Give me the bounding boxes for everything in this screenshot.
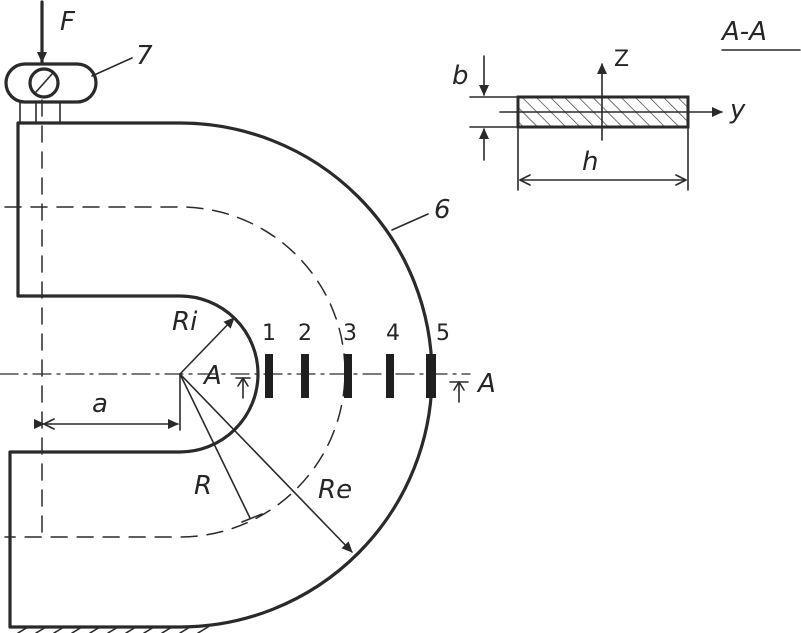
specimen-number: 6 bbox=[434, 195, 451, 225]
dimension-h bbox=[517, 128, 689, 191]
strain-gauge-2 bbox=[301, 354, 309, 398]
axis-y-label: y bbox=[729, 95, 746, 125]
strain-gauge-label-4: 4 bbox=[386, 321, 400, 346]
section-arrow-left bbox=[235, 377, 251, 399]
radius-outer-arrow bbox=[179, 373, 353, 553]
strain-gauge-4 bbox=[386, 354, 394, 398]
fixed-support-hatching bbox=[17, 626, 209, 633]
strain-gauge-label-5: 5 bbox=[436, 321, 450, 346]
strain-gauge-5 bbox=[426, 354, 436, 398]
section-mark-left: A bbox=[202, 361, 222, 391]
axis-z-label: Z bbox=[614, 47, 629, 72]
section-arrow-right bbox=[449, 381, 469, 403]
radius-inner-label: Ri bbox=[172, 307, 198, 337]
radius-mean-label: R bbox=[194, 471, 212, 501]
force-label: F bbox=[60, 7, 76, 37]
dimension-h-label: h bbox=[582, 147, 598, 177]
strain-gauge-1 bbox=[265, 354, 273, 398]
radius-inner-arrow bbox=[179, 317, 235, 375]
specimen-outline bbox=[8, 121, 434, 629]
strain-gauge-label-1: 1 bbox=[262, 321, 276, 346]
dimension-a-left-head bbox=[43, 418, 55, 430]
dimension-a-label: a bbox=[92, 389, 108, 419]
gauge-leader bbox=[91, 57, 133, 77]
mean-radius-line bbox=[4, 206, 346, 538]
dial-gauge bbox=[4, 62, 98, 124]
gauge-number: 7 bbox=[136, 41, 153, 71]
radius-mean-arrow bbox=[179, 373, 251, 519]
section-mark-right: A bbox=[476, 369, 496, 399]
strain-gauges bbox=[265, 354, 436, 398]
radius-mean-tick bbox=[241, 513, 263, 523]
section-title: A-A bbox=[720, 17, 767, 47]
strain-gauge-3 bbox=[344, 354, 352, 398]
strain-gauge-label-2: 2 bbox=[298, 321, 312, 346]
dimension-b bbox=[469, 55, 517, 161]
specimen-leader bbox=[391, 213, 429, 231]
strain-gauge-label-3: 3 bbox=[343, 321, 357, 346]
dimension-b-label: b bbox=[452, 61, 469, 91]
radius-outer-label: Re bbox=[318, 475, 352, 505]
